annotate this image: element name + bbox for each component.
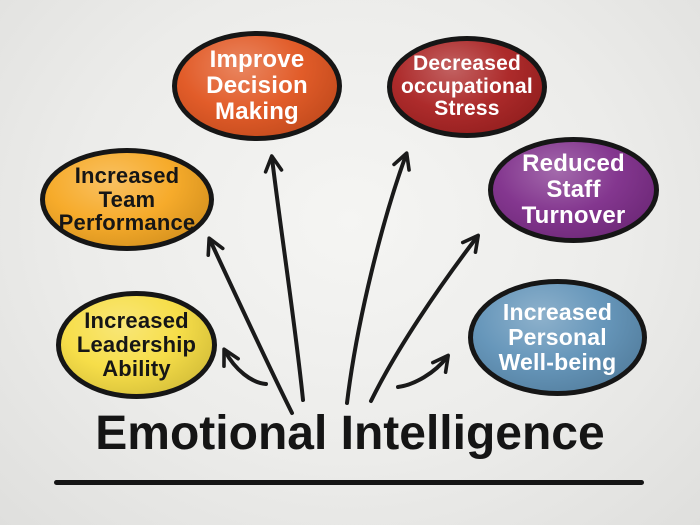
arrow-to-increased-team-performance bbox=[206, 236, 294, 415]
node-label-line: Increased bbox=[74, 162, 180, 188]
node-label-line: Well-being bbox=[498, 348, 617, 375]
node-label-line: Increased bbox=[502, 299, 613, 326]
node-label-line: Turnover bbox=[521, 201, 626, 229]
node-decreased-occupational-stress: Decreased occupational Stress bbox=[387, 36, 547, 138]
node-improve-decision-making: Improve Decision Making bbox=[172, 31, 342, 141]
title-underline bbox=[54, 480, 644, 485]
node-label-line: Stress bbox=[434, 97, 500, 121]
node-label-line: Staff bbox=[546, 176, 601, 204]
node-increased-team-performance: Increased Team Performance bbox=[40, 148, 214, 251]
node-label-line: occupational bbox=[401, 74, 533, 98]
node-label-line: Team bbox=[98, 186, 156, 212]
node-label-line: Personal bbox=[508, 324, 607, 351]
node-reduced-staff-turnover: Reduced Staff Turnover bbox=[488, 137, 659, 243]
node-label-line: Reduced bbox=[522, 150, 625, 178]
node-label-line: Increased bbox=[84, 308, 189, 334]
node-increased-leadership-ability: Increased Leadership Ability bbox=[56, 291, 217, 399]
arrow-to-reduced-staff-turnover bbox=[369, 233, 481, 403]
node-label-line: Improve bbox=[209, 46, 305, 74]
arrow-to-increased-personal-well-being bbox=[396, 353, 451, 389]
node-label-line: Performance bbox=[58, 210, 196, 236]
node-label-line: Decreased bbox=[412, 51, 522, 75]
node-increased-personal-well-being: Increased Personal Well-being bbox=[468, 279, 647, 396]
node-label-line: Leadership bbox=[76, 332, 197, 358]
arrow-to-improve-decision-making bbox=[263, 154, 305, 402]
arrow-to-decreased-occupational-stress bbox=[345, 151, 411, 405]
node-label-line: Decision bbox=[206, 72, 308, 100]
node-label-line: Making bbox=[215, 97, 299, 125]
node-label-line: Ability bbox=[102, 355, 171, 381]
arrow-to-increased-leadership-ability bbox=[222, 347, 268, 386]
diagram-title: Emotional Intelligence bbox=[95, 407, 605, 460]
